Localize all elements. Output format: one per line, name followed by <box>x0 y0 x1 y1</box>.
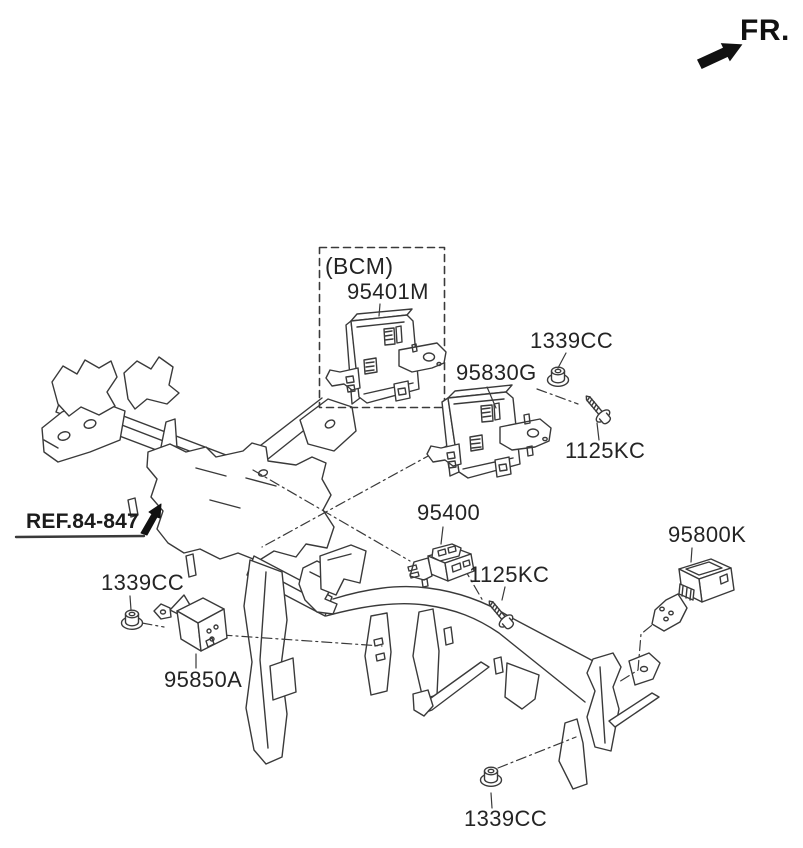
unit-95400-illustration <box>407 543 475 588</box>
bcm-group-outline <box>318 246 446 409</box>
part-label-95850a: 95850A <box>164 667 243 692</box>
part-label-95401m: 95401M <box>347 279 429 304</box>
part-label-95830g: 95830G <box>456 360 537 385</box>
flange-nut-left-icon <box>120 609 144 630</box>
ref-arrow <box>14 503 162 539</box>
part-label-1339cc-bottom: 1339CC <box>464 806 548 831</box>
part-label-1125kc-lower: 1125KC <box>469 562 550 587</box>
part-label-1339cc-left: 1339CC <box>101 570 185 595</box>
ref-callout-label: REF.84-847 <box>26 510 139 533</box>
part-label-95400: 95400 <box>417 500 481 525</box>
flange-nut-top-icon <box>546 366 570 387</box>
part-label-95800k: 95800K <box>668 522 747 547</box>
module-95830g-illustration <box>426 384 552 479</box>
flange-nut-bottom-icon <box>479 766 503 787</box>
assembly-leader-lines <box>141 388 668 769</box>
bcm-module-95401m-illustration <box>325 308 447 405</box>
bcm-caption-label: (BCM) <box>325 253 394 279</box>
crossmember-frame-illustration <box>41 356 661 790</box>
relay-95850a-illustration <box>153 594 228 652</box>
unit-95800k-illustration <box>651 558 735 632</box>
part-label-1339cc-top: 1339CC <box>530 328 614 353</box>
label-leader-lines <box>129 303 693 809</box>
part-label-1125kc-upper: 1125KC <box>565 438 646 463</box>
fr-direction-arrow-icon <box>696 43 743 69</box>
flange-bolt-upper-icon <box>579 390 616 429</box>
fr-direction-label: FR. <box>740 14 790 47</box>
